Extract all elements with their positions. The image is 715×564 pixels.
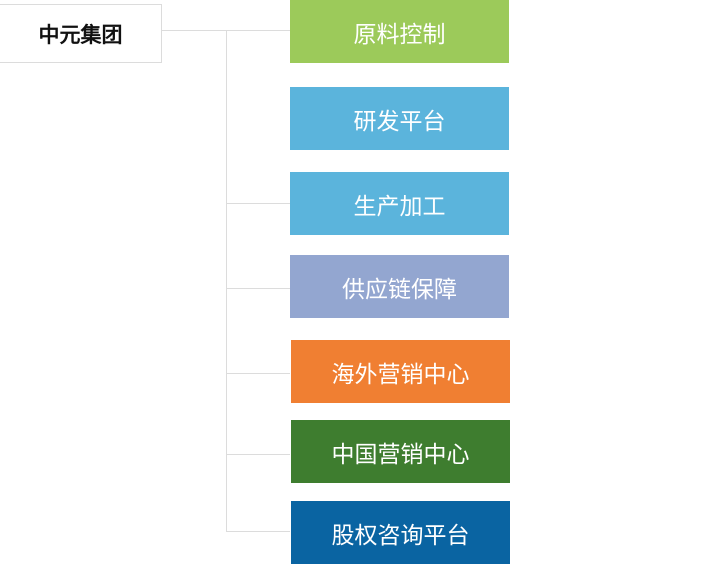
connector-branch-3 (226, 203, 290, 204)
node-label: 股权咨询平台 (331, 522, 470, 549)
node-label: 海外营销中心 (331, 361, 470, 388)
node-label: 供应链保障 (342, 276, 457, 303)
connector-branch-7 (226, 531, 290, 532)
node-label: 研发平台 (353, 108, 446, 135)
connector-branch-6 (226, 454, 290, 455)
node-overseas-marketing: 海外营销中心 (291, 340, 510, 403)
node-label: 原料控制 (353, 21, 446, 48)
node-supply-chain: 供应链保障 (290, 255, 509, 318)
node-label: 中国营销中心 (331, 441, 470, 468)
node-rd-platform: 研发平台 (290, 87, 509, 150)
root-label: 中元集团 (38, 22, 123, 47)
node-production: 生产加工 (290, 172, 509, 235)
node-china-marketing: 中国营销中心 (291, 420, 510, 483)
connector-branch-5 (226, 373, 290, 374)
node-raw-material-control: 原料控制 (290, 0, 509, 63)
node-label: 生产加工 (353, 193, 446, 220)
connector-trunk-vertical (226, 30, 227, 531)
connector-branch-4 (226, 288, 290, 289)
root-node: 中元集团 (0, 4, 162, 63)
node-equity-consulting: 股权咨询平台 (291, 501, 510, 564)
